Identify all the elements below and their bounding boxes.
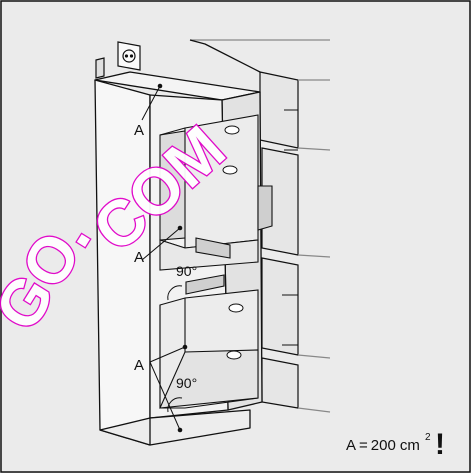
angle-label-upper: 90°: [176, 263, 197, 279]
hinge-brackets: [185, 185, 273, 295]
angle-markers: [167, 285, 183, 413]
angle-label-lower: 90°: [176, 375, 197, 391]
label-a-bottom: A: [134, 357, 144, 374]
lower-compartment: [159, 289, 259, 409]
formula-equals: =: [359, 437, 368, 454]
upper-compartment: [159, 114, 259, 271]
formula-lhs: A: [346, 437, 356, 454]
formula-exponent: 2: [425, 432, 431, 443]
warning-mark-icon: !: [435, 428, 445, 461]
label-a-top: A: [134, 122, 144, 139]
leader-lines: [141, 85, 186, 431]
mounting-screws: [222, 109, 298, 360]
formula-unit: cm: [400, 437, 420, 454]
label-a-middle: A: [134, 249, 144, 266]
power-socket-icon: [95, 41, 141, 79]
furniture-niche: [190, 39, 331, 413]
formula-value: 200: [371, 437, 396, 454]
leader-dots: [157, 83, 188, 433]
